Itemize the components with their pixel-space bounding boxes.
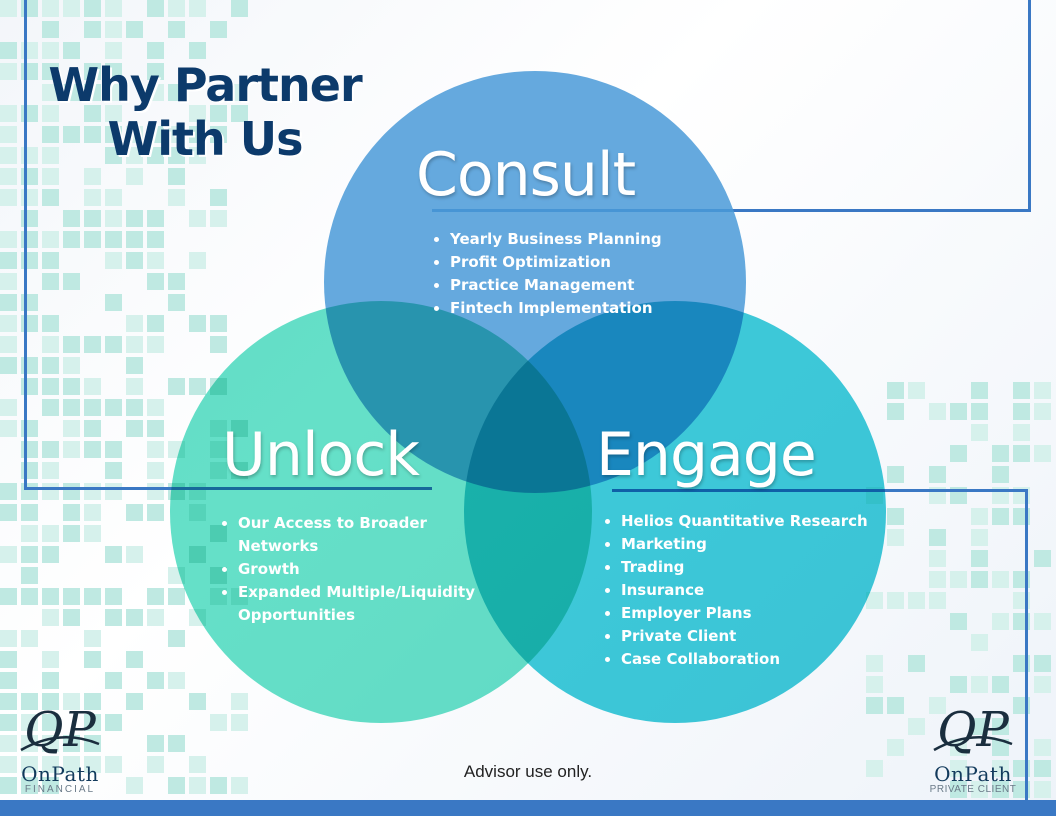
list-item: Expanded Multiple/Liquidity Opportunitie… — [238, 581, 498, 627]
list-item: Yearly Business Planning — [450, 228, 730, 251]
qp-monogram-icon: QP — [933, 702, 1013, 758]
logo-name: OnPath — [934, 762, 1012, 786]
list-item: Marketing — [621, 533, 891, 556]
logo-subtitle: PRIVATE CLIENT — [929, 784, 1017, 795]
svg-text:QP: QP — [24, 702, 96, 758]
bottom-bar — [0, 800, 1056, 816]
frame-line-right-top — [1028, 0, 1031, 212]
title-line-1: Why Partner — [48, 58, 362, 112]
list-item: Growth — [238, 558, 498, 581]
list-item: Employer Plans — [621, 602, 891, 625]
consult-list: Yearly Business Planning Profit Optimiza… — [432, 228, 730, 320]
onpath-private-client-logo: QP OnPath PRIVATE CLIENT — [918, 700, 1028, 795]
unlock-heading: Unlock — [222, 420, 420, 490]
svg-text:QP: QP — [937, 702, 1009, 758]
list-item: Our Access to Broader Networks — [238, 512, 498, 558]
list-item: Case Collaboration — [621, 648, 891, 671]
consult-heading: Consult — [416, 140, 636, 210]
list-item: Private Client — [621, 625, 891, 648]
advisor-note: Advisor use only. — [463, 762, 593, 781]
list-item: Trading — [621, 556, 891, 579]
frame-line-right-bottom — [1025, 489, 1028, 809]
title-line-2: With Us — [107, 112, 304, 166]
logo-name: OnPath — [21, 762, 99, 786]
logo-subtitle: FINANCIAL — [24, 784, 96, 795]
list-item: Profit Optimization — [450, 251, 730, 274]
list-item: Fintech Implementation — [450, 297, 730, 320]
list-item: Practice Management — [450, 274, 730, 297]
engage-circle — [464, 301, 886, 723]
unlock-list: Our Access to Broader Networks Growth Ex… — [220, 512, 498, 627]
qp-monogram-icon: QP — [20, 702, 100, 758]
list-item: Insurance — [621, 579, 891, 602]
list-item: Helios Quantitative Research — [621, 510, 891, 533]
page-title: Why Partner With Us — [40, 58, 370, 166]
engage-list: Helios Quantitative Research Marketing T… — [603, 510, 891, 671]
onpath-financial-logo: QP OnPath FINANCIAL — [10, 700, 110, 795]
frame-line-left — [24, 0, 27, 490]
engage-heading: Engage — [596, 420, 817, 490]
